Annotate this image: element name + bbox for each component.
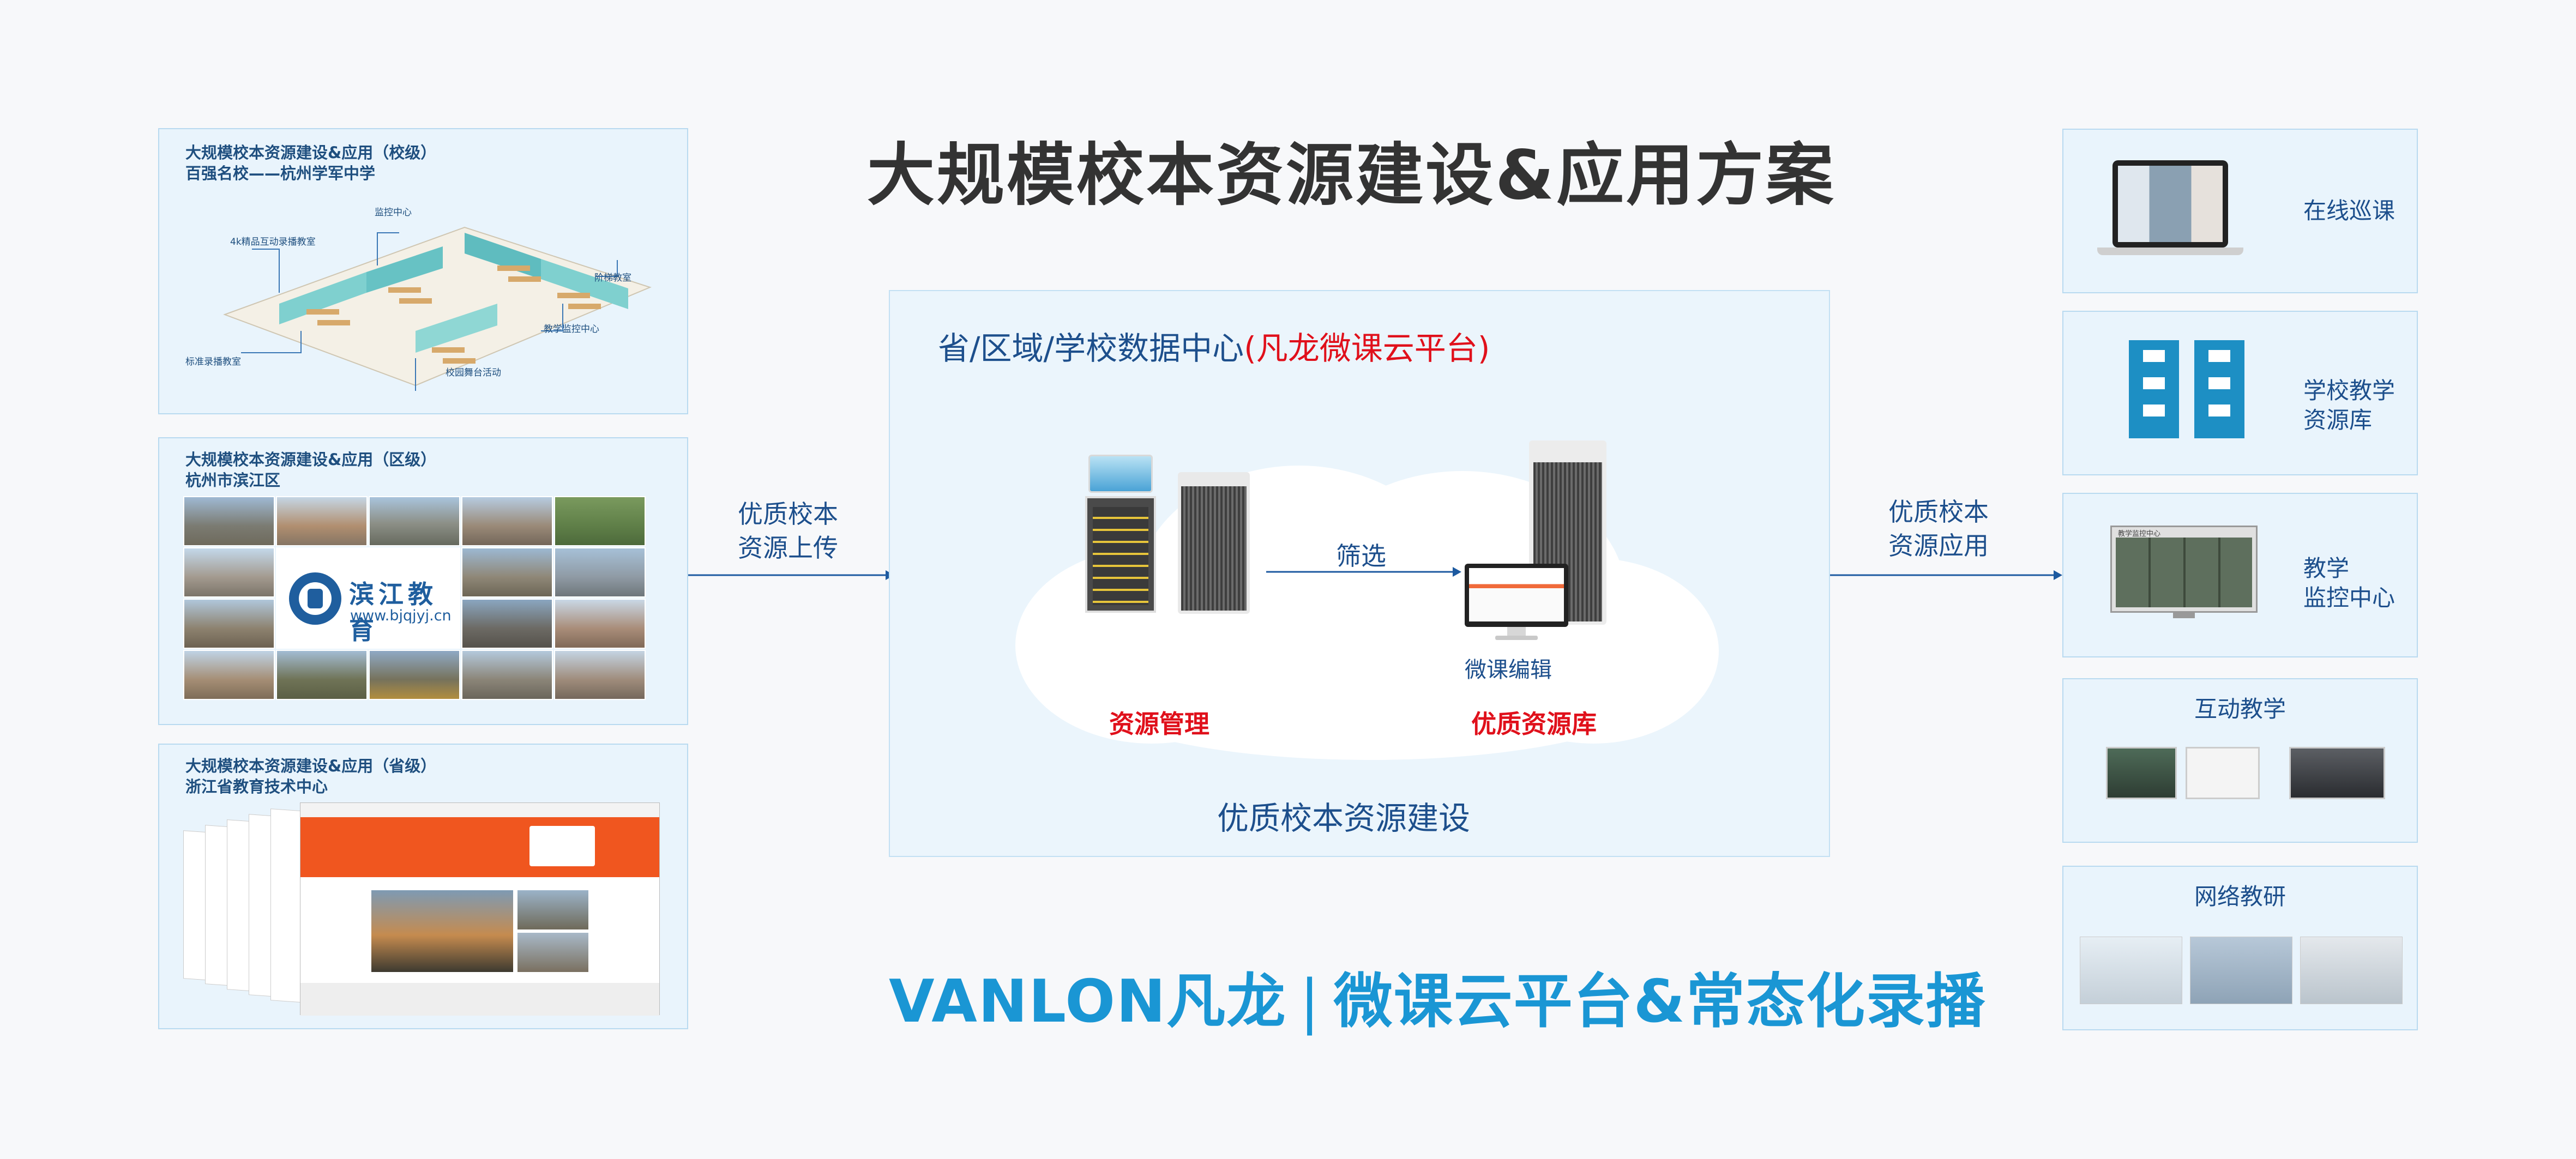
center-heading-blue: 省/区域/学校数据中心 [938, 330, 1244, 367]
floorplan-label: 教学监控中心 [544, 324, 599, 335]
brand-en: VANLON [889, 968, 1167, 1036]
left-panel-school: 大规模校本资源建设&应用（校级） 百强名校——杭州学军中学 4k精品互动录播教室 [158, 128, 688, 414]
panel-title-line1: 大规模校本资源建设&应用（省级） [185, 757, 437, 775]
edit-label: 微课编辑 [1465, 657, 1552, 683]
application-arrow [1830, 570, 2062, 580]
floorplan-label: 校园舞台活动 [446, 367, 501, 378]
left-panel-province: 大规模校本资源建设&应用（省级） 浙江省教育技术中心 [158, 744, 688, 1029]
upload-label: 优质校本 资源上传 [725, 497, 851, 565]
monitoring-center-label-line2: 监控中心 [2303, 584, 2396, 611]
online-patrol-label: 在线巡课 [2303, 197, 2396, 224]
monitor-icon [1465, 564, 1568, 640]
resource-library-label-line1: 学校教学 [2303, 377, 2396, 404]
interactive-teaching-label: 互动教学 [2194, 696, 2286, 722]
right-panel-teaching-research: 网络教研 [2062, 866, 2418, 1030]
center-heading: 省/区域/学校数据中心(凡龙微课云平台) [938, 323, 1490, 369]
upload-label-line1: 优质校本 [738, 499, 838, 529]
panel-title-line2: 百强名校——杭州学军中学 [185, 164, 376, 183]
quality-library-label: 优质资源库 [1471, 709, 1597, 739]
education-emblem-icon [289, 572, 341, 625]
panel-title-line2: 杭州市滨江区 [185, 471, 281, 490]
left-panel-district: 大规模校本资源建设&应用（区级） 杭州市滨江区 滨江教育 www.bjqjyj.… [158, 437, 688, 725]
panel-title-line1: 大规模校本资源建设&应用（区级） [185, 450, 437, 469]
resource-library-icon [2129, 340, 2249, 444]
right-panel-online-patrol: 在线巡课 [2062, 129, 2418, 293]
school-floorplan-illustration [223, 226, 652, 391]
monitoring-center-label: 教学 监控中心 [2303, 554, 2395, 613]
center-data-center-panel: 省/区域/学校数据中心(凡龙微课云平台) 筛选 微课编辑 资源管理 优 [889, 290, 1830, 857]
application-label: 优质校本 资源应用 [1876, 495, 2001, 563]
resource-library-label-line2: 资源库 [2303, 407, 2373, 433]
floorplan-label: 标准录播教室 [185, 357, 241, 367]
website-screenshot [300, 802, 660, 1016]
upload-arrow [688, 570, 894, 580]
teaching-research-label: 网络教研 [2194, 883, 2286, 910]
monitoring-tv-icon: 教学监控中心 [2110, 526, 2258, 618]
right-panel-resource-library: 学校教学 资源库 [2062, 311, 2418, 475]
application-label-line1: 优质校本 [1888, 497, 1989, 527]
floorplan-label: 监控中心 [375, 207, 412, 218]
monitoring-center-label-line1: 教学 [2303, 555, 2350, 582]
monitoring-screen-text: 教学监控中心 [2118, 530, 2161, 538]
center-heading-red: (凡龙微课云平台) [1244, 330, 1490, 367]
floorplan-label: 阶梯教室 [594, 273, 631, 283]
right-panel-monitoring-center: 教学监控中心 教学 监控中心 [2062, 493, 2418, 657]
resource-mgmt-label: 资源管理 [1109, 709, 1209, 739]
page-title: 大规模校本资源建设&应用方案 [867, 136, 1836, 215]
logo-text: 滨江教育 [349, 580, 437, 645]
brand-cn: 凡龙 [1166, 968, 1287, 1036]
filter-arrow [1266, 567, 1461, 577]
panel-title-line1: 大规模校本资源建设&应用（校级） [185, 143, 437, 162]
right-panel-interactive-teaching: 互动教学 [2062, 678, 2418, 843]
application-label-line2: 资源应用 [1888, 531, 1989, 560]
brand-slogan: 微课云平台&常态化录播 [1333, 968, 1986, 1036]
server-tower-icon [1178, 472, 1250, 614]
panel-title-line2: 浙江省教育技术中心 [185, 777, 328, 796]
center-bottom-label: 优质校本资源建设 [1217, 800, 1471, 837]
vanlon-brand-logo: VANLON凡龙|微课云平台&常态化录播 [889, 968, 1986, 1036]
filter-label: 筛选 [1336, 541, 1386, 571]
laptop-icon [2097, 160, 2243, 257]
resource-library-label: 学校教学 资源库 [2303, 376, 2395, 435]
server-rack-icon [1085, 455, 1156, 613]
logo-url: www.bjqjyj.cn [350, 607, 452, 624]
binjiang-education-logo: 滨江教育 www.bjqjyj.cn [276, 547, 460, 649]
upload-label-line2: 资源上传 [738, 533, 838, 563]
floorplan-label: 4k精品互动录播教室 [230, 237, 316, 248]
